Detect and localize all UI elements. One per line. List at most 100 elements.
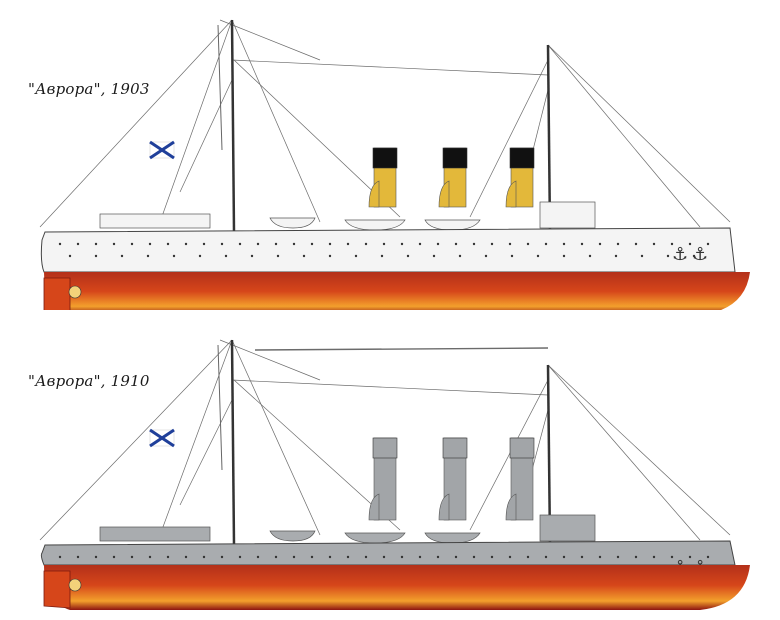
porthole: [276, 254, 280, 258]
antenna-line: [231, 379, 549, 396]
porthole: [418, 242, 422, 246]
hull-freeboard: [40, 540, 736, 566]
porthole: [490, 555, 494, 559]
porthole: [94, 254, 98, 258]
rigging-line: [231, 19, 321, 223]
porthole: [706, 242, 710, 246]
funnel: [438, 437, 468, 521]
funnel: [368, 147, 398, 208]
porthole: [130, 242, 134, 246]
rigging-line: [179, 79, 233, 193]
porthole: [526, 555, 530, 559]
rigging-line: [547, 44, 731, 223]
rigging-line: [547, 364, 701, 541]
porthole: [130, 555, 134, 559]
porthole: [454, 555, 458, 559]
rudder: [43, 570, 71, 609]
porthole: [328, 242, 332, 246]
rigging-line: [469, 59, 549, 218]
funnel: [505, 147, 535, 208]
lifeboat: [269, 217, 316, 229]
porthole: [526, 242, 530, 246]
porthole: [634, 555, 638, 559]
porthole: [364, 555, 368, 559]
cruiser-profile-1903: ⚓⚓: [39, 19, 750, 310]
porthole: [670, 242, 674, 246]
anchor-icon: ⚓: [672, 244, 688, 265]
porthole: [58, 555, 62, 559]
ship-caption-1910: "Аврора", 1910: [28, 372, 150, 390]
porthole: [454, 242, 458, 246]
porthole: [76, 242, 80, 246]
porthole: [198, 254, 202, 258]
rigging-line: [39, 339, 233, 541]
porthole: [588, 254, 592, 258]
porthole: [670, 555, 674, 559]
porthole: [328, 254, 332, 258]
rigging-line: [547, 364, 731, 536]
porthole: [220, 555, 224, 559]
porthole: [688, 242, 692, 246]
porthole: [400, 555, 404, 559]
antenna-yard: [254, 347, 549, 351]
porthole: [224, 254, 228, 258]
rudder: [43, 277, 71, 310]
anchor-icon: ⚓: [692, 244, 708, 265]
porthole: [148, 242, 152, 246]
rigging-line: [159, 19, 233, 223]
porthole: [580, 242, 584, 246]
propeller-icon: [68, 578, 82, 592]
aft-bridge: [539, 201, 596, 229]
funnel: [505, 437, 535, 521]
lifeboat: [424, 219, 481, 231]
porthole: [508, 242, 512, 246]
rigging-line: [469, 379, 549, 531]
porthole: [354, 254, 358, 258]
porthole: [238, 242, 242, 246]
porthole: [166, 242, 170, 246]
porthole: [652, 555, 656, 559]
porthole: [640, 254, 644, 258]
porthole: [484, 254, 488, 258]
porthole: [238, 555, 242, 559]
porthole: [614, 254, 618, 258]
rigging-line: [231, 339, 321, 536]
ship-caption-1903: "Аврора", 1903: [28, 80, 150, 98]
hull-underwater: [44, 272, 750, 310]
porthole: [418, 555, 422, 559]
porthole: [490, 242, 494, 246]
porthole: [508, 555, 512, 559]
porthole: [472, 555, 476, 559]
porthole: [562, 242, 566, 246]
porthole: [310, 242, 314, 246]
porthole: [616, 555, 620, 559]
lifeboat: [424, 532, 481, 544]
rigging-line: [219, 339, 321, 381]
portholes: [58, 242, 710, 258]
foremast: [230, 339, 236, 546]
porthole: [436, 555, 440, 559]
porthole: [380, 254, 384, 258]
propeller-icon: [68, 285, 82, 299]
porthole: [472, 242, 476, 246]
porthole: [544, 242, 548, 246]
lifeboat: [344, 219, 406, 231]
lifeboat: [269, 530, 316, 542]
porthole: [292, 242, 296, 246]
rigging-line: [179, 399, 233, 506]
gaff: [217, 24, 223, 151]
porthole: [94, 242, 98, 246]
porthole: [112, 555, 116, 559]
rigging-line: [159, 339, 233, 536]
funnel: [368, 437, 398, 521]
porthole: [382, 555, 386, 559]
porthole: [274, 555, 278, 559]
porthole: [364, 242, 368, 246]
porthole: [68, 254, 72, 258]
porthole: [598, 555, 602, 559]
porthole: [256, 555, 260, 559]
porthole: [250, 254, 254, 258]
hull-freeboard: [40, 227, 736, 273]
porthole: [436, 242, 440, 246]
porthole: [202, 555, 206, 559]
